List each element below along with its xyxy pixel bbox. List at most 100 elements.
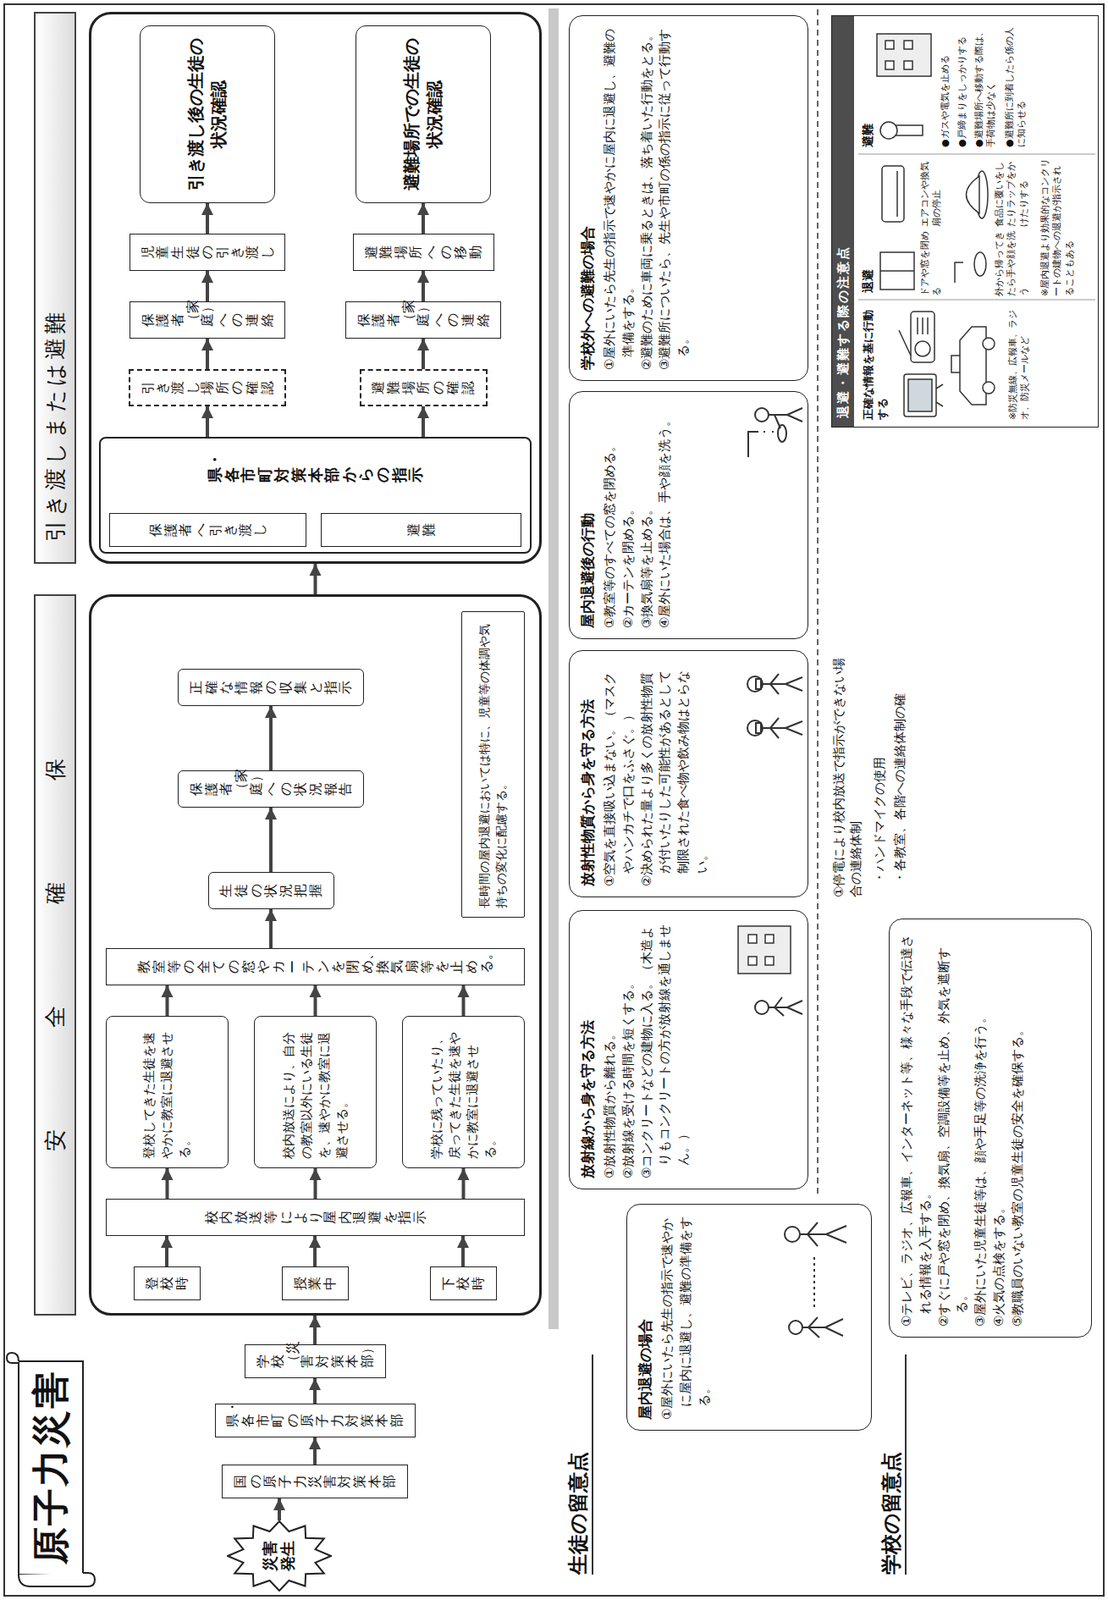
panel-caption: 食品に覆いをしたりラップをかけたりする [993, 157, 1031, 227]
panel-divider [858, 154, 1096, 155]
person-figure [813, 1254, 816, 1307]
panel-heading: 退避 [859, 242, 876, 293]
box-heading: 学校外への避難の場合 [578, 26, 598, 370]
node-text: 災害発生 [261, 1538, 297, 1573]
hand-washing-icon [768, 407, 803, 429]
disaster-starburst: 災害発生 [226, 1520, 332, 1592]
flow-arrow [165, 985, 170, 1016]
action-box: 学校に残っていたり、戻ってきた生徒を速やかに教室に退避させる。 [402, 1015, 525, 1169]
node-text: 正確な情報の収集と指示 [188, 680, 353, 695]
node-text: 児童生徒の引き渡し [140, 245, 275, 260]
list-item: ③避難所についたら、先生や市町の係の指示に従って行動する。 [655, 26, 694, 370]
masked-people [747, 676, 763, 692]
flow-arrow [421, 203, 425, 234]
notice-icons [982, 381, 995, 394]
masked-people [755, 722, 761, 734]
node-text: 登校時 [144, 1276, 190, 1290]
page-frame [4, 4, 1104, 1596]
process-box: 保護者（家庭）への状況報告 [177, 770, 364, 808]
building-icon [738, 926, 791, 974]
node-text: 避難場所への移動 [363, 245, 484, 260]
list-item: ①屋外にいたら先生の指示で速やかに屋内に退避し、避難の準備をする。 [658, 1214, 714, 1420]
dashed-box: 引き渡し場所の確認 [128, 369, 287, 407]
action-box: 登校してきた生徒を速やかに教室に退避させる。 [105, 1015, 229, 1169]
person-figure [784, 1226, 800, 1242]
flow-arrow [269, 807, 273, 872]
list-item: ②決められた量より多くの放射性物質が付いたりした可能性があるとして制限された食べ… [638, 661, 712, 887]
notice-icons [936, 384, 943, 407]
advice-box: 学校外への避難の場合①屋外にいたら先生の指示で速やかに屋内に退避し、避難の準備を… [568, 15, 809, 381]
group-heading: 安全確保 [33, 594, 77, 1316]
person-figure [802, 1317, 844, 1338]
group-box: 引き渡しまたは避難県・各市町対策本部からの指示保護者へ引き渡し避難引き渡し場所の… [88, 11, 542, 564]
list-item: ⑤教職員のいない教室の児童生徒の安全を確保する。 [1008, 929, 1028, 1327]
node-text: 下校時 [440, 1276, 486, 1290]
building-icon [738, 926, 791, 974]
flow-arrow [314, 985, 318, 1016]
notice-icons [951, 355, 960, 373]
hand-washing-icon [777, 424, 787, 442]
process-box: 国の原子力災害対策本部 [221, 1464, 408, 1499]
node-text: 学校に残っていたり、戻ってきた生徒を速やかに教室に退避させる。 [428, 1025, 500, 1159]
person-figure [799, 1222, 847, 1246]
panel-caption: 外から帰ってきたら手や顔を洗う [993, 228, 1031, 297]
panel-caption: エアコンや換気扇の停止 [919, 157, 944, 227]
dashed-divider [816, 8, 819, 1194]
panel-caption: ドアや窓を閉める [919, 228, 944, 297]
panel-caption: ●避難場所へ移動する際は、手荷物は少なく [973, 20, 998, 148]
advice-box: ①テレビ、ラジオ、広報車、インターネット等、様々な手段で伝達される情報を入手する… [888, 918, 1092, 1338]
person-figure [788, 1320, 803, 1335]
notice-icons [880, 270, 915, 272]
flow-arrow [421, 406, 425, 437]
notice-icons [974, 252, 987, 276]
process-box: 避難場所への移動 [352, 233, 495, 271]
note-text: ・各教室、各階への連絡体制の確 [892, 650, 910, 884]
section-heading: 学校の留意点 [878, 1354, 907, 1575]
list-item: ②放射線を受ける時間を短くする。 [619, 920, 639, 1179]
notice-icons [898, 317, 928, 356]
flow-arrow [205, 203, 210, 234]
process-box: 児童生徒の引き渡し [129, 233, 286, 271]
node-text: 生徒の状況把握 [218, 883, 323, 898]
notice-icons [876, 33, 932, 77]
node-text: 避難場所での生徒の状況確認 [400, 34, 447, 194]
list-item: ①教室等のすべての窓を閉める。 [600, 402, 620, 629]
flow-arrow [269, 909, 273, 949]
flow-arrow [461, 1235, 465, 1267]
option-box: 避難 [320, 512, 522, 547]
node-text: 保護者（家庭）への連絡 [356, 313, 491, 327]
result-box: 引き渡し後の生徒の状況確認 [139, 25, 276, 204]
flow-arrow [313, 1378, 317, 1404]
notice-icons [881, 165, 905, 222]
panel-heading: 避難 [859, 96, 876, 148]
advice-box: 放射性物質から身を守る方法①空気を直接吸い込まない。（マスクやハンカチで口をふさ… [568, 650, 809, 898]
flow-arrow [313, 1437, 317, 1465]
dashed-box: 避難場所の確認 [359, 369, 488, 407]
notice-icons [959, 326, 987, 405]
node-text: 国の原子力災害対策本部 [232, 1474, 397, 1489]
list-item: ①テレビ、ラジオ、広報車、インターネット等、様々な手段で伝達される情報を入手する… [898, 929, 936, 1327]
list-item: ①屋外にいたら先生の指示で速やかに屋内に退避し、避難の準備をする。 [600, 26, 639, 370]
node-text: 学校（災害対策本部） [255, 1354, 375, 1368]
group-heading: 引き渡しまたは避難 [33, 11, 77, 564]
option-box: 保護者へ引き渡し [109, 512, 307, 547]
process-box: 正確な情報の収集と指示 [177, 668, 364, 706]
list-item: ②避難のために車両に乗るときは、落ち着いた行動をとる。 [638, 26, 657, 370]
node-text: 避難場所の確認 [370, 380, 475, 395]
section-heading: 生徒の留意点 [565, 1354, 594, 1575]
panel-caption: ●ガスや電気を止める [939, 20, 952, 148]
node-text: 避難 [406, 523, 436, 537]
list-item: ①放射性物質から離れる。 [600, 920, 620, 1179]
node-text: 授業中 [292, 1276, 338, 1290]
node-text: 教室等の全ての窓やカーテンを閉め、換気扇等を止める。 [136, 959, 494, 974]
list-item: ③換気扇等を止める。 [638, 402, 657, 629]
process-box: 県・各市町の原子力対策本部 [214, 1403, 416, 1438]
node-text: 校内放送等により屋内退避を指示 [203, 1210, 428, 1224]
node-text: 引き渡し後の生徒の状況確認 [184, 34, 231, 194]
node-text: 県・各市町対策本部からの指示 [206, 467, 425, 483]
starburst-shape [227, 1521, 331, 1591]
process-box: 生徒の状況把握 [208, 871, 335, 910]
